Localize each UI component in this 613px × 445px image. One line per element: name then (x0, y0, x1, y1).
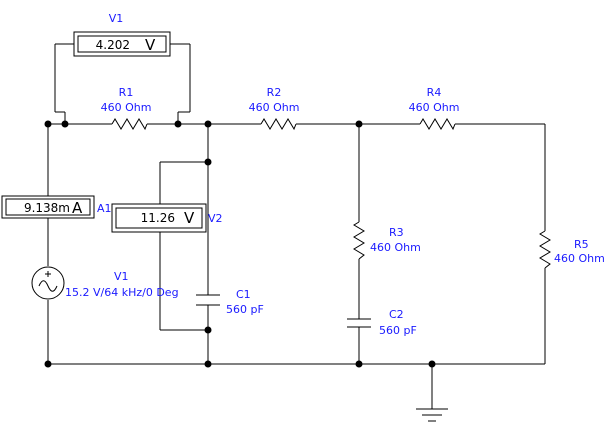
resistor-r5[interactable] (539, 230, 551, 269)
resistor-r1[interactable] (111, 118, 148, 131)
resistor-r2-value: 460 Ohm (249, 101, 300, 114)
capacitor-c2[interactable] (347, 318, 371, 328)
resistor-r4[interactable] (419, 118, 456, 131)
voltmeter-v2[interactable]: 11.26 V (111, 203, 207, 233)
ammeter-a1-ref: A1 (97, 202, 112, 215)
source-ref: V1 (114, 270, 129, 283)
voltmeter-v2-value: 11.26 (141, 211, 175, 225)
resistor-r3[interactable] (353, 221, 365, 260)
ammeter-a1[interactable]: 9.138m A (1, 195, 95, 219)
resistor-r2[interactable] (260, 118, 297, 131)
capacitor-c2-ref: C2 (389, 308, 404, 321)
resistor-r1-value: 460 Ohm (101, 101, 152, 114)
resistor-r3-ref: R3 (389, 226, 404, 239)
junction-dots (44, 120, 436, 368)
capacitor-c1[interactable] (196, 294, 220, 306)
voltmeter-v1[interactable]: 4.202 V (55, 31, 190, 57)
ac-source-icon[interactable] (31, 266, 65, 300)
resistor-r1-ref: R1 (119, 86, 134, 99)
resistor-r2-ref: R2 (267, 86, 282, 99)
ammeter-a1-value: 9.138m (24, 201, 70, 215)
voltmeter-v2-ref: V2 (208, 212, 223, 225)
wires (47, 44, 546, 409)
capacitor-c2-value: 560 pF (379, 324, 417, 337)
resistor-r5-ref: R5 (574, 238, 589, 251)
capacitor-c1-value: 560 pF (226, 303, 264, 316)
voltmeter-v1-ref: V1 (109, 12, 124, 25)
voltmeter-v1-unit: V (145, 36, 156, 54)
ground-icon (416, 408, 448, 422)
voltmeter-v2-unit: V (184, 209, 195, 227)
resistor-r4-value: 460 Ohm (409, 101, 460, 114)
ammeter-a1-unit: A (72, 199, 83, 217)
resistor-r3-value: 460 Ohm (370, 241, 421, 254)
resistor-r4-ref: R4 (427, 86, 442, 99)
capacitor-c1-ref: C1 (236, 288, 251, 301)
source-spec: 15.2 V/64 kHz/0 Deg (65, 286, 179, 299)
resistor-r5-value: 460 Ohm (554, 252, 605, 265)
voltmeter-v1-value: 4.202 (96, 38, 130, 52)
